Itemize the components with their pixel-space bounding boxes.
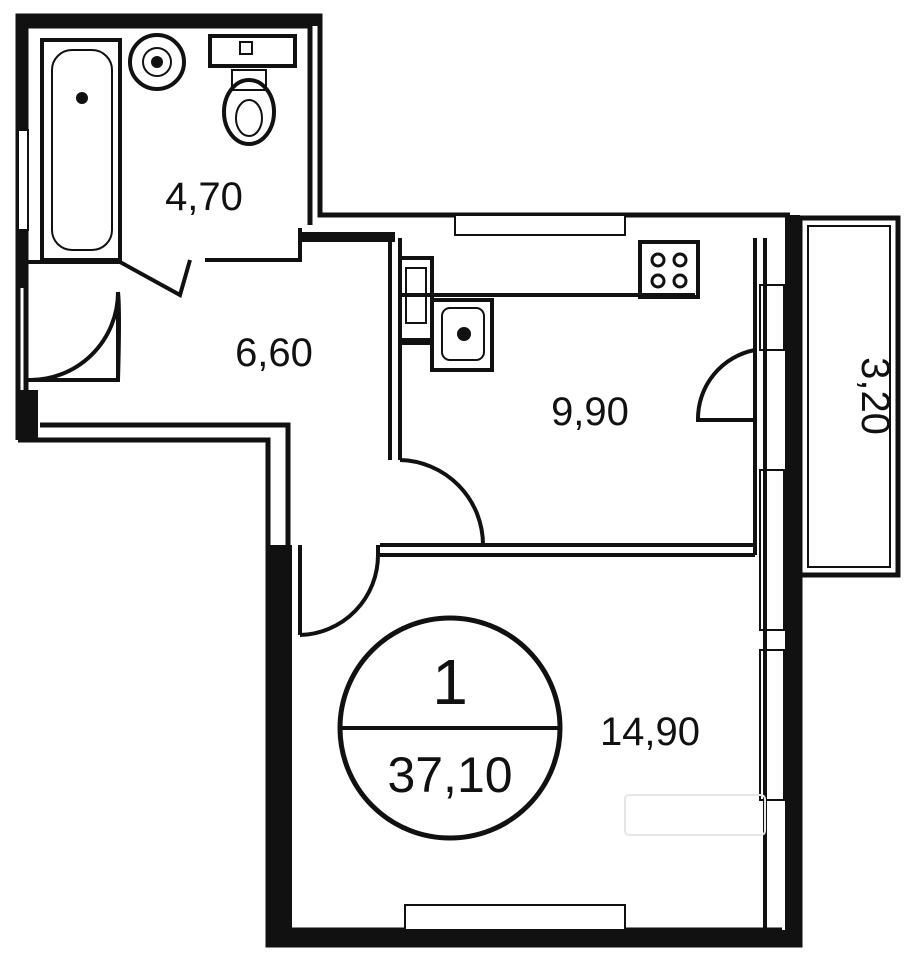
stove-icon [638,240,700,299]
kitchen-door [399,458,485,546]
balcony-door [695,348,756,422]
balcony [797,215,901,578]
total-area: 37,10 [387,747,512,803]
room-area-balcony: 3,20 [853,357,897,435]
windows [17,129,785,931]
fridge-icon [398,256,434,345]
room-area-bathroom: 4,70 [165,175,243,219]
interior-walls [18,228,767,930]
room-area-kitchen: 9,90 [551,390,629,434]
toilet-icon [208,34,297,146]
sink-icon [128,33,186,91]
room-count: 1 [432,646,468,718]
room-area-hallway: 6,60 [235,331,313,375]
entrance-door [27,291,120,383]
bathtub [40,38,122,262]
room-area-living: 14,90 [600,710,700,754]
living-door [299,545,380,637]
apartment-badge: 1 37,10 [337,615,563,841]
doors [27,259,756,637]
bathroom-door [119,259,192,298]
watermark [624,794,766,836]
kitchen-sink-icon [430,298,494,372]
